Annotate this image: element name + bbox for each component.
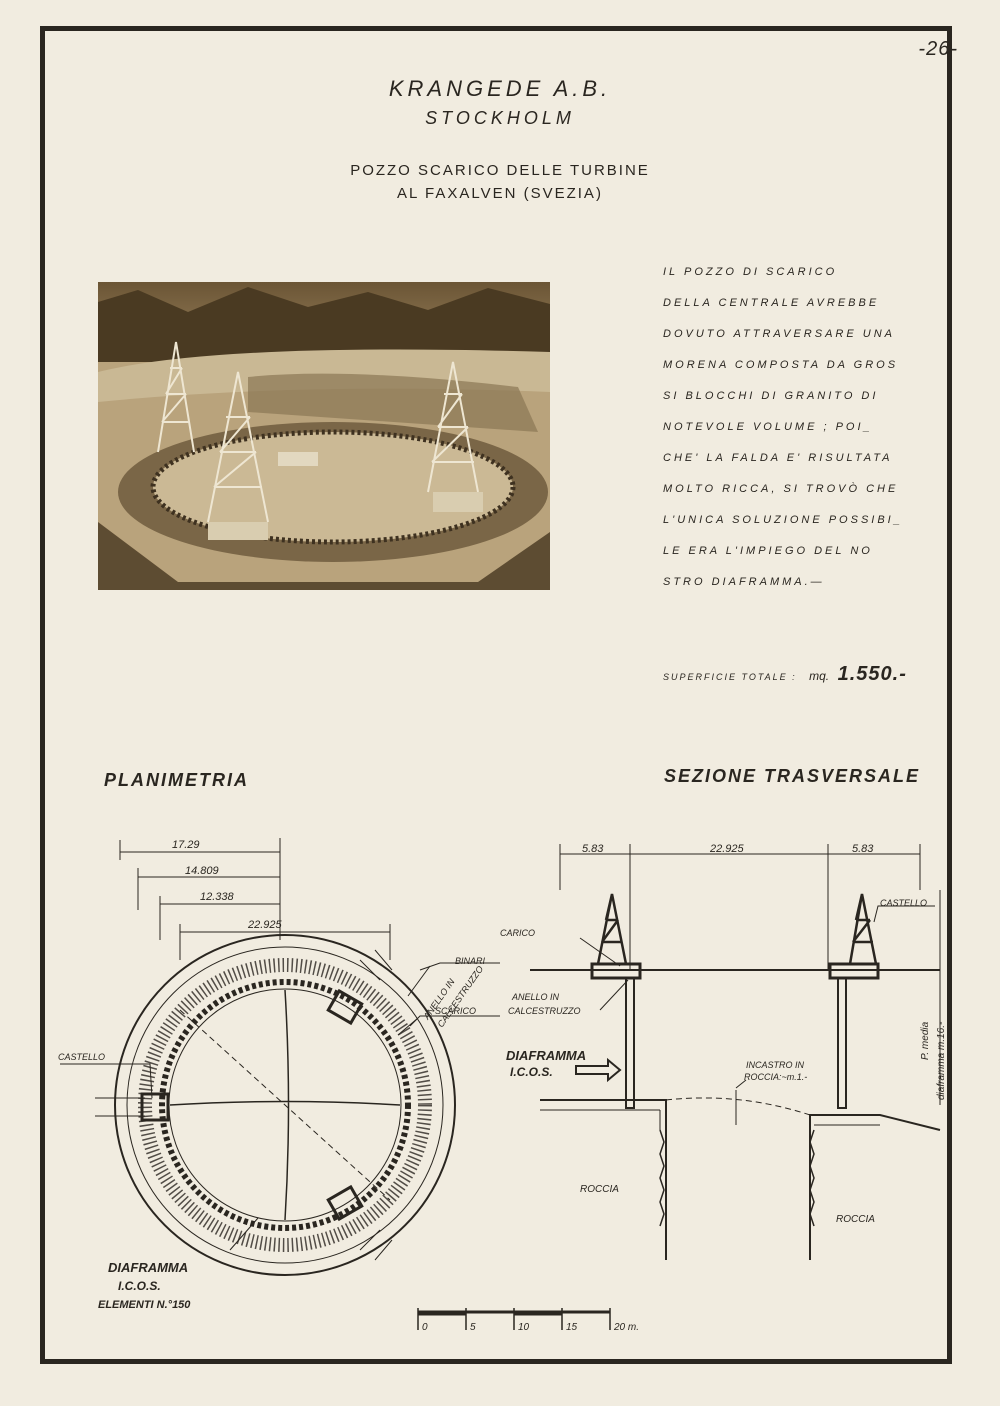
description-line: NOTEVOLE VOLUME ; POI_ <box>663 421 873 433</box>
scale-tick-0: 0 <box>422 1322 428 1333</box>
section-label-diaframma-2: I.C.O.S. <box>510 1065 553 1079</box>
section-label-depth-1: P. media <box>920 1021 931 1060</box>
description-line: IL POZZO DI SCARICO <box>663 266 838 278</box>
total-area-label: SUPERFICIE TOTALE : <box>663 672 797 682</box>
page-number: -26- <box>918 38 958 60</box>
plan-label-diaframma-3: ELEMENTI N.°150 <box>98 1299 191 1311</box>
section-label-scarico: SCARICO <box>500 928 535 938</box>
section-label-castello: CASTELLO <box>880 898 927 908</box>
plan-label-diaframma-1: DIAFRAMMA <box>108 1260 188 1275</box>
plan-dim-12-338: 12.338 <box>200 891 235 903</box>
description-line: DOVUTO ATTRAVERSARE UNA <box>663 328 895 340</box>
section-dim-left: 5.83 <box>582 843 604 855</box>
plan-label-diaframma-2: I.C.O.S. <box>118 1279 161 1293</box>
sheet-border <box>40 26 952 1364</box>
scale-bar: 0 5 10 15 20 m. <box>417 1308 639 1333</box>
description-line: SI BLOCCHI DI GRANITO DI <box>663 390 879 402</box>
plan-label-scarico: SCARICO <box>435 1006 476 1016</box>
section-label-diaframma-1: DIAFRAMMA <box>506 1048 586 1063</box>
total-area: SUPERFICIE TOTALE : mq. 1.550.- <box>663 663 907 686</box>
section-title: SEZIONE TRASVERSALE <box>664 766 921 786</box>
description-line: LE ERA L'IMPIEGO DEL NO <box>663 545 873 557</box>
scale-tick-20: 20 m. <box>613 1322 639 1333</box>
company-name: KRANGEDE A.B. <box>388 76 612 101</box>
description-line: CHE' LA FALDA E' RISULTATA <box>663 452 893 464</box>
section-label-incastro-1: INCASTRO IN <box>746 1060 805 1070</box>
plan-label-binari: BINARI <box>455 956 486 966</box>
site-photograph <box>98 282 550 590</box>
total-area-unit: mq. <box>809 669 830 683</box>
section-label-incastro-2: ROCCIA:~m.1.- <box>744 1072 807 1082</box>
section-label-roccia-left: ROCCIA <box>580 1184 619 1195</box>
scale-tick-10: 10 <box>518 1322 530 1333</box>
plan-label-castello: CASTELLO <box>58 1052 105 1062</box>
subtitle-line-2: AL FAXALVEN (SVEZIA) <box>397 185 603 202</box>
plan-dim-22-925: 22.925 <box>247 919 283 931</box>
subtitle-line-1: POZZO SCARICO DELLE TURBINE <box>350 162 650 179</box>
section-dim-mid: 22.925 <box>709 843 745 855</box>
company-city: STOCKHOLM <box>425 108 575 128</box>
total-area-value: 1.550.- <box>837 663 907 685</box>
section-label-roccia-right: ROCCIA <box>836 1214 875 1225</box>
scale-tick-5: 5 <box>470 1322 476 1333</box>
section-label-anello-1: ANELLO IN <box>511 992 560 1002</box>
plan-dim-14-809: 14.809 <box>185 865 219 877</box>
section-dim-right: 5.83 <box>852 843 874 855</box>
plan-title: PLANIMETRIA <box>104 770 249 790</box>
description-line: MOLTO RICCA, SI TROVÒ CHE <box>663 483 899 495</box>
description-line: DELLA CENTRALE AVREBBE <box>663 297 880 309</box>
description-line: L'UNICA SOLUZIONE POSSIBI_ <box>663 514 903 526</box>
description-line: MORENA COMPOSTA DA GROS <box>663 359 899 371</box>
description-text: IL POZZO DI SCARICO DELLA CENTRALE AVREB… <box>663 262 953 603</box>
scale-tick-15: 15 <box>566 1322 578 1333</box>
section-label-anello-2: CALCESTRUZZO <box>508 1006 581 1016</box>
section-drawing: 5.83 22.925 5.83 CASTELLO SCARICO ANELLO… <box>500 843 947 1260</box>
plan-drawing: 17.29 14.809 12.338 22.925 CASTELLO ANEL… <box>58 838 500 1311</box>
plan-dim-17-29: 17.29 <box>172 839 200 851</box>
description-line: STRO DIAFRAMMA.— <box>663 576 825 588</box>
section-label-depth-2: diaframma m.16.- <box>936 1021 947 1100</box>
